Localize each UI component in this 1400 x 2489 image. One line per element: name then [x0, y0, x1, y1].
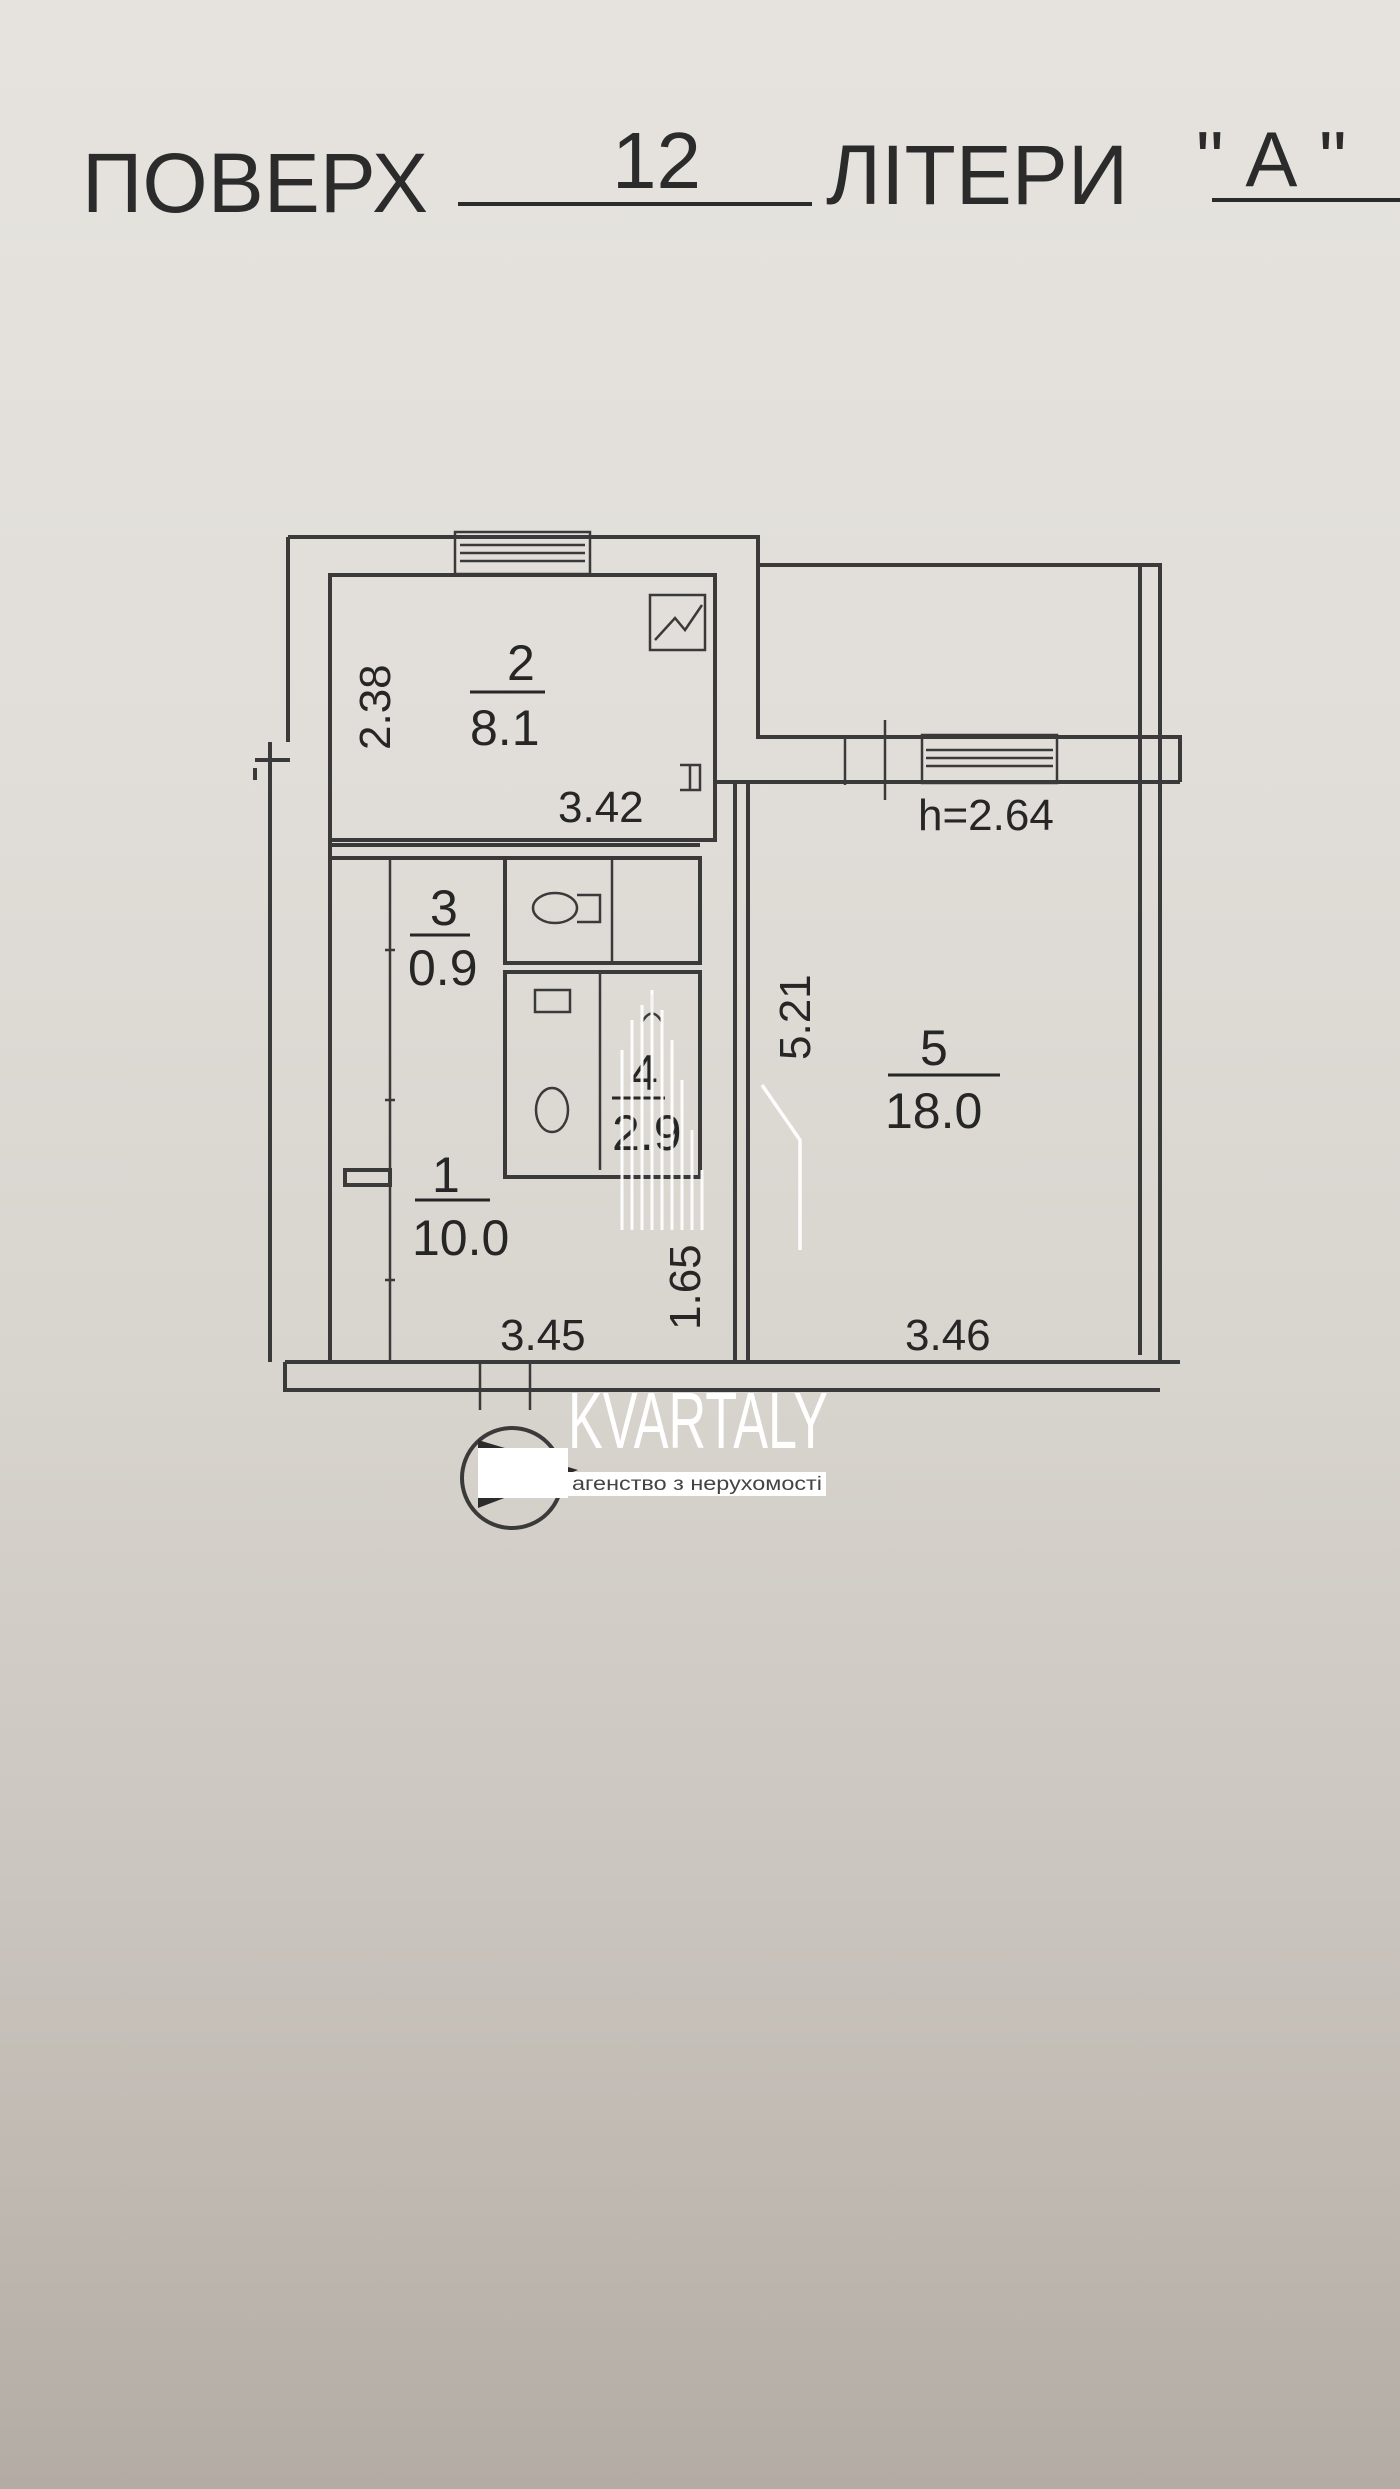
watermark: KVARTALY агенство з нерухомості [478, 990, 828, 1498]
dim-kitchen-width: 3.42 [558, 783, 644, 832]
header: ПОВЕРХ 12 ЛІТЕРИ " А " [82, 115, 1400, 230]
kitchen-window-lines [460, 543, 585, 563]
toilet-block [503, 856, 702, 965]
room-5-area: 18.0 [885, 1083, 982, 1139]
hall-ticks [385, 948, 395, 1282]
room-4-area: 2.9 [612, 1105, 682, 1161]
sink-icon [680, 763, 702, 792]
room-1-area: 10.0 [412, 1210, 509, 1266]
room-4-number: 4 [630, 1045, 658, 1101]
dim-ceiling-height: h=2.64 [918, 791, 1054, 840]
room5-left-wall [733, 782, 750, 1362]
room-5-number: 5 [920, 1020, 948, 1076]
watermark-logo [620, 990, 802, 1250]
watermark-cover [478, 1448, 568, 1498]
watermark-building-lines [620, 990, 704, 1230]
watermark-tagline: агенство з нерухомості [572, 1474, 822, 1495]
wall-stub-left [253, 758, 290, 780]
dim-hall-depth: 1.65 [661, 1244, 710, 1330]
vent-icon-stroke [654, 604, 704, 641]
room-window-lines [926, 748, 1053, 768]
outer-wall-right [1140, 563, 1180, 1364]
watermark-roof-line [760, 1084, 802, 1250]
washbasin-icon [533, 988, 572, 1014]
room-labels: 2 8.1 3 0.9 4 2.9 1 10.0 5 18.0 [408, 635, 1000, 1266]
toilet-icon [531, 891, 579, 925]
room-3-number: 3 [430, 880, 458, 936]
bath-toilet-icon [534, 1086, 570, 1134]
toilet-tank [577, 893, 602, 924]
room-wall-top-right [758, 563, 1142, 1355]
vent-icon [648, 593, 707, 652]
room-window [920, 733, 1059, 785]
letter-label: ЛІТЕРИ [826, 128, 1128, 222]
entrance-door [478, 1362, 532, 1410]
dim-room-length: 5.21 [771, 974, 820, 1060]
room-2-number: 2 [507, 635, 535, 691]
floor-value: 12 [612, 116, 701, 205]
bath-block [503, 970, 702, 1179]
room-2-area: 8.1 [470, 700, 540, 756]
kitchen-window [453, 530, 592, 576]
dimension-labels: 2.38 3.42 h=2.64 5.21 3.45 1.65 3.46 [351, 664, 1054, 1360]
letter-value: " А " [1196, 115, 1347, 203]
watermark-brand: KVARTALY [568, 1376, 828, 1465]
room-3-area: 0.9 [408, 940, 478, 996]
outer-wall-bottom [285, 1360, 1180, 1392]
window-jamb [843, 720, 887, 800]
watermark-tagline-bg [568, 1472, 826, 1496]
dim-kitchen-height: 2.38 [351, 664, 400, 750]
floor-label: ПОВЕРХ [82, 136, 428, 230]
room-1-number: 1 [432, 1147, 460, 1203]
hall-nook [343, 1168, 392, 1187]
dim-hall-width: 3.45 [500, 1311, 586, 1360]
dim-room-width: 3.46 [905, 1311, 991, 1360]
